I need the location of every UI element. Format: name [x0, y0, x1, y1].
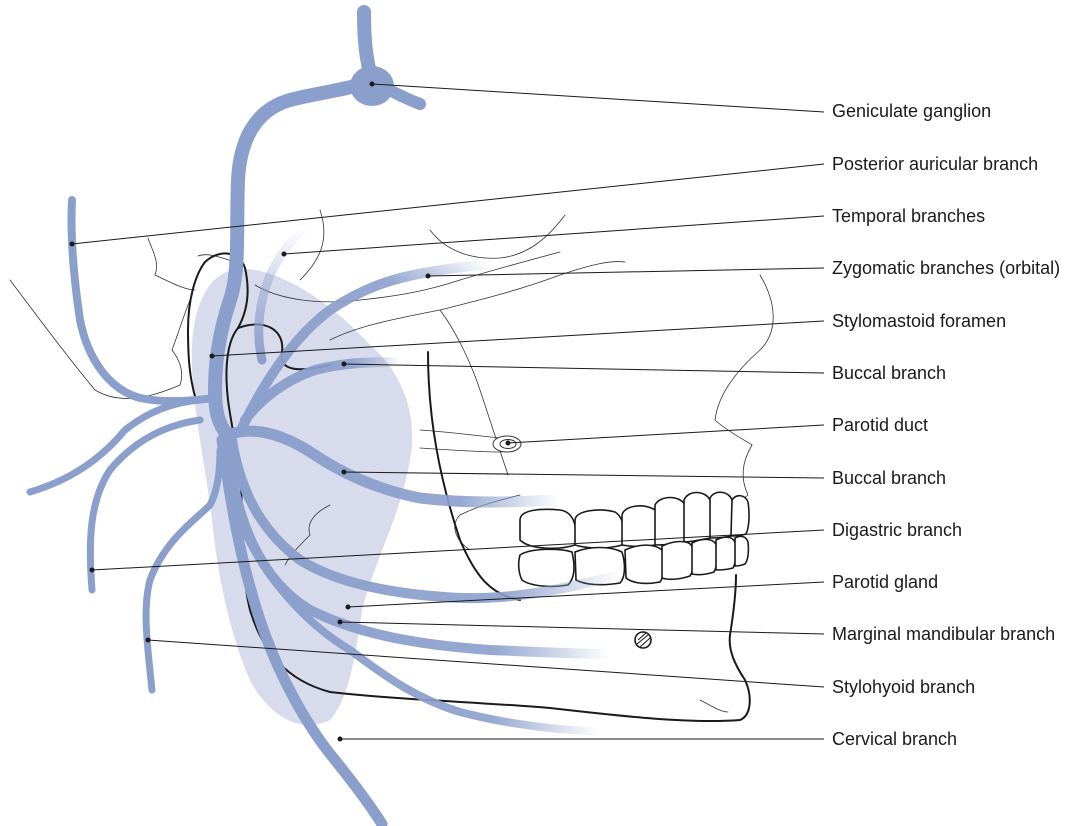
label-temporal-branches: Temporal branches — [282, 206, 986, 257]
label-buccal-branch-upper: Buccal branch — [342, 362, 947, 384]
label-text: Stylohyoid branch — [832, 677, 975, 697]
label-text: Marginal mandibular branch — [832, 624, 1055, 644]
label-text: Temporal branches — [832, 206, 985, 226]
label-text: Digastric branch — [832, 520, 962, 540]
label-text: Parotid duct — [832, 415, 928, 435]
label-text: Buccal branch — [832, 468, 946, 488]
label-marginal-mandibular-branch: Marginal mandibular branch — [338, 620, 1056, 645]
label-geniculate-ganglion: Geniculate ganglion — [370, 82, 992, 122]
label-cervical-branch: Cervical branch — [338, 729, 958, 749]
label-zygomatic-branches: Zygomatic branches (orbital) — [426, 258, 1061, 279]
label-parotid-duct: Parotid duct — [506, 415, 929, 446]
label-text: Zygomatic branches (orbital) — [832, 258, 1060, 278]
label-text: Posterior auricular branch — [832, 154, 1038, 174]
teeth — [519, 492, 749, 586]
label-text: Parotid gland — [832, 572, 938, 592]
label-posterior-auricular-branch: Posterior auricular branch — [70, 154, 1039, 247]
label-buccal-branch-lower: Buccal branch — [342, 468, 947, 488]
label-text: Stylomastoid foramen — [832, 311, 1006, 331]
label-text: Cervical branch — [832, 729, 957, 749]
label-text: Buccal branch — [832, 363, 946, 383]
label-text: Geniculate ganglion — [832, 101, 991, 121]
